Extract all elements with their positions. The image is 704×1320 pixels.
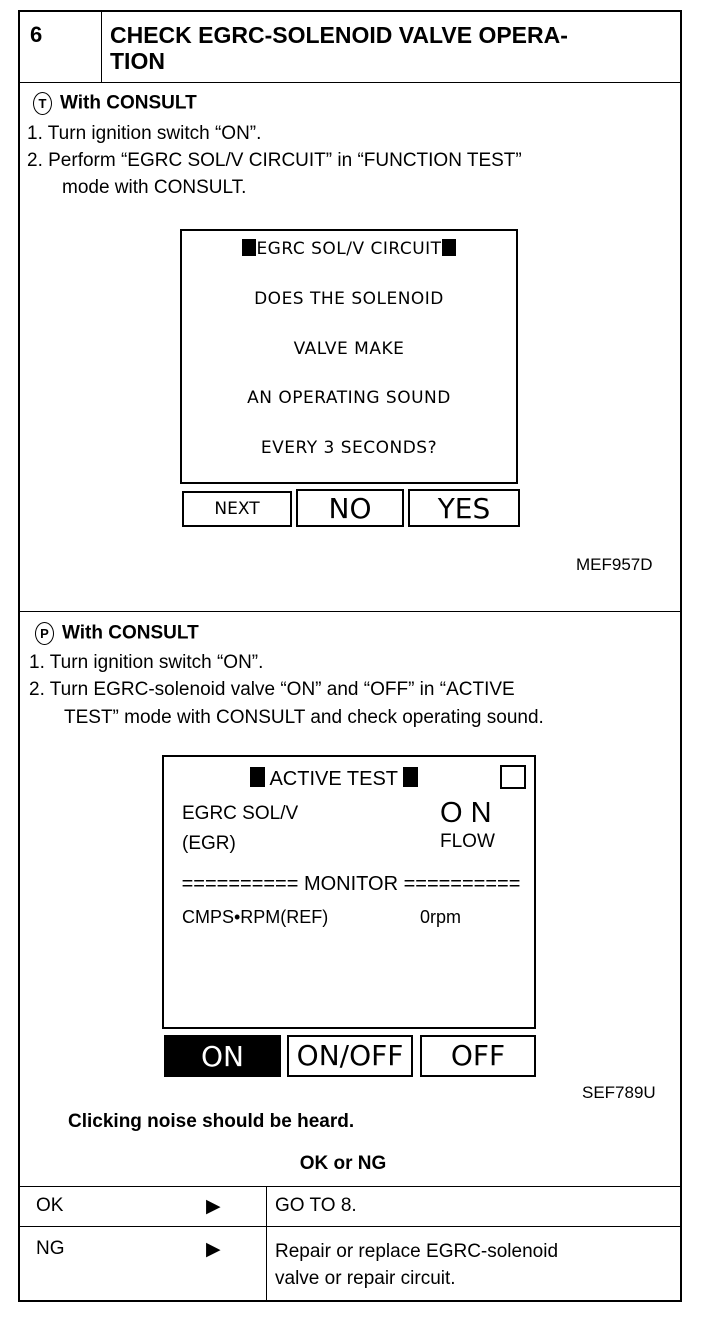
monitor-item: CMPS•RPM(REF) [182,907,329,927]
result-ng-label: NG [36,1238,65,1259]
screen-marker-left [242,239,257,256]
off-button[interactable]: OFF [420,1035,536,1077]
step-number: 6 [30,22,43,47]
result-ng-action: Repair or replace EGRC-solenoid valve or… [275,1238,558,1292]
step-title: CHECK EGRC-SOLENOID VALVE OPERA- TION [110,22,670,74]
result-table-column [266,1186,267,1302]
result-ok-label: OK [36,1195,64,1216]
section2-heading: P With CONSULT [35,622,199,645]
active-test-screen: ACTIVE TEST EGRC SOL/V (EGR) O N FLOW ==… [162,755,536,1029]
section2-step2: 2. Turn EGRC-solenoid valve “ON” and “OF… [29,679,515,700]
result-ok-action: GO TO 8. [275,1195,357,1216]
screen-title: EGRC SOL/V CIRCUIT [182,239,516,259]
section2-step1: 1. Turn ignition switch “ON”. [29,652,264,673]
monitor-value: 0rpm [420,907,462,927]
result-ng-arrow-icon: ▶ [206,1239,221,1260]
expected-result-note: Clicking noise should be heard. [68,1111,355,1132]
screen-line3: AN OPERATING SOUND [247,388,451,408]
result-ok-arrow-icon: ▶ [206,1196,221,1217]
on-button[interactable]: ON [164,1035,281,1077]
section2-step2-cont: TEST” mode with CONSULT and check operat… [64,707,544,728]
section1-heading: T With CONSULT [33,92,197,115]
header-column-divider [101,10,102,82]
step-title-line2: TION [110,48,165,74]
section-divider [18,611,682,612]
title-marker-right [403,767,419,787]
item-subname: (EGR) [182,833,236,854]
consult-icon: T [33,92,52,115]
monitor-divider: ========== MONITOR ========== [181,873,521,895]
next-button[interactable]: NEXT [182,491,292,527]
result-table-top [18,1186,682,1187]
yes-button[interactable]: YES [408,489,520,527]
item-state-sub: FLOW [440,831,495,852]
active-test-title: ACTIVE TEST [250,767,419,791]
result-ng-action-line1: Repair or replace EGRC-solenoid [275,1241,559,1262]
consult-icon-2: P [35,622,54,645]
section2-heading-text: With CONSULT [62,622,199,644]
item-state: O N [440,797,492,829]
header-divider [18,82,682,83]
figure-code-1: MEF957D [576,555,653,574]
step-title-line1: CHECK EGRC-SOLENOID VALVE OPERA- [110,22,568,48]
screen-line4: EVERY 3 SECONDS? [260,438,438,458]
no-button[interactable]: NO [296,489,404,527]
result-table-mid [18,1226,682,1227]
screen-line2: VALVE MAKE [293,339,405,359]
section1-step1: 1. Turn ignition switch “ON”. [27,123,262,144]
section1-step2: 2. Perform “EGRC SOL/V CIRCUIT” in “FUNC… [27,150,522,171]
on-off-button[interactable]: ON/OFF [287,1035,413,1077]
title-marker-left [250,767,265,787]
result-ng-action-line2: valve or repair circuit. [275,1268,456,1289]
figure-code-2: SEF789U [582,1083,656,1102]
function-test-screen: EGRC SOL/V CIRCUIT DOES THE SOLENOID VAL… [180,229,518,484]
checkbox-icon[interactable] [500,765,526,789]
section1-step2-cont: mode with CONSULT. [62,177,247,198]
procedure-frame [18,10,682,1302]
screen-marker-right [441,239,456,256]
result-heading: OK or NG [299,1153,387,1174]
screen-line1: DOES THE SOLENOID [254,289,444,309]
section1-heading-text: With CONSULT [60,92,197,114]
item-name: EGRC SOL/V [182,803,299,824]
